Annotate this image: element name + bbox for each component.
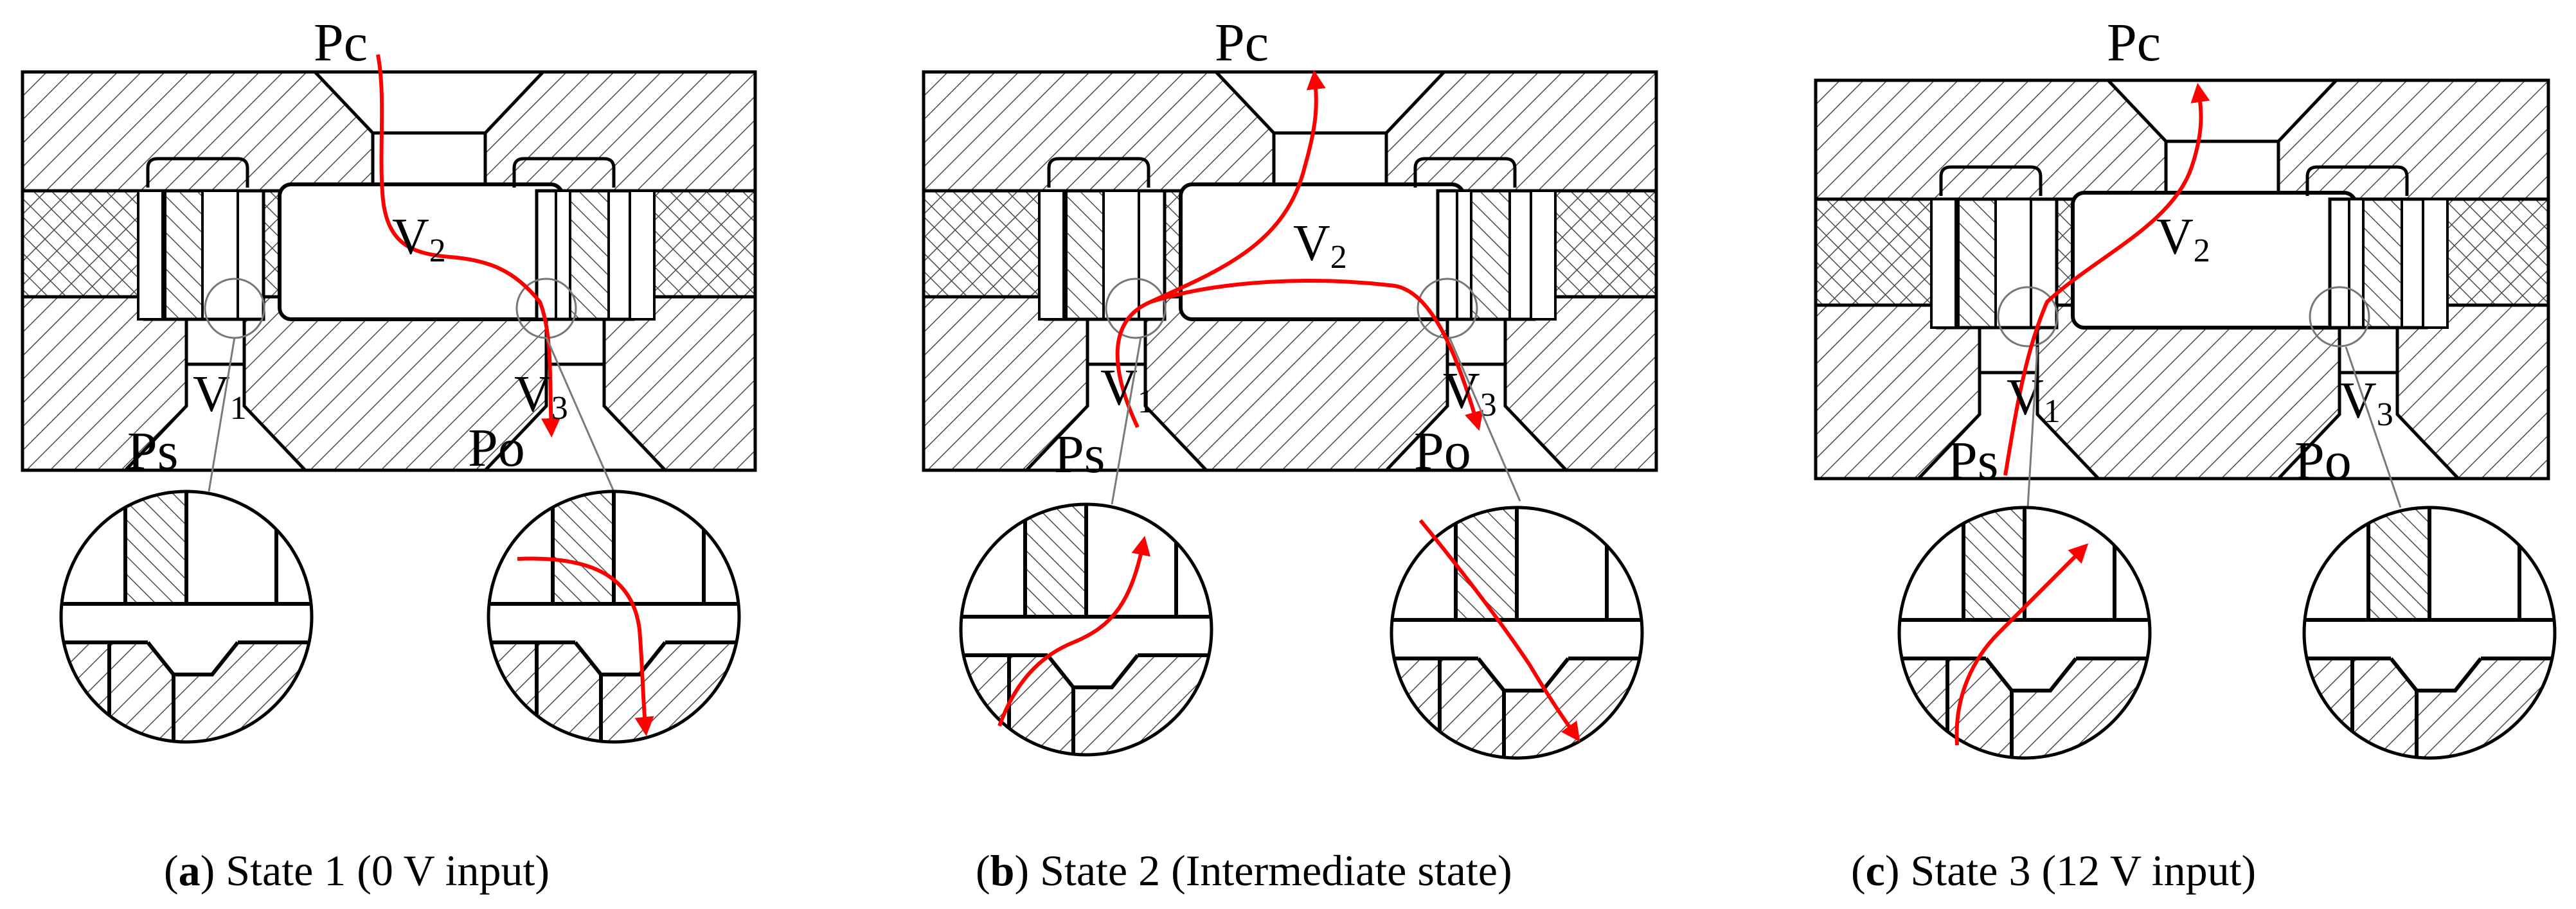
flow-arrow-c-zoom xyxy=(1954,543,2089,746)
valve-label-v2-a: V2 xyxy=(392,209,446,269)
flow-arrow-b-main xyxy=(1115,70,1326,428)
caption-c: (c) State 3 (12 V input) xyxy=(1851,846,2256,895)
zoom-detail-b-v3 xyxy=(1390,506,1644,760)
panel-a: Pc Ps Po V1 V2 V3 (a) State 1 (0 V input… xyxy=(22,13,755,895)
caption-a: (a) State 1 (0 V input) xyxy=(164,846,550,895)
leader-line-a-right xyxy=(545,337,615,492)
zoom-detail-b-v1 xyxy=(959,502,1213,757)
zoom-detail-a-v3 xyxy=(487,490,741,744)
leader-line-b-left xyxy=(1111,337,1142,505)
flow-arrow-b-zoom-left xyxy=(997,536,1150,727)
valve-label-v3-b: V3 xyxy=(1443,363,1497,423)
port-ps-a: Ps xyxy=(127,421,178,481)
port-po-a: Po xyxy=(468,418,525,478)
valve-block-a xyxy=(22,72,755,470)
flow-arrow-b-zoom-right xyxy=(1418,519,1580,742)
leader-line-c-left xyxy=(2026,346,2039,508)
valve-label-v3-a: V3 xyxy=(514,366,568,427)
zoom-detail-c-v3 xyxy=(2302,506,2557,760)
leader-line-a-left xyxy=(208,337,236,492)
caption-b: (b) State 2 (Intermediate state) xyxy=(976,846,1512,895)
port-po-b: Po xyxy=(1414,421,1471,481)
valve-label-v1-b: V1 xyxy=(1100,360,1154,420)
port-ps-b: Ps xyxy=(1054,425,1105,484)
valve-label-v2-c: V2 xyxy=(2156,209,2210,269)
panel-b: Pc Ps Po V1 V2 V3 (b) State 2 (Intermedi… xyxy=(924,13,1656,895)
port-pc-b: Pc xyxy=(1215,13,1269,73)
port-po-c: Po xyxy=(2294,431,2352,491)
zoom-detail-a-v1 xyxy=(59,490,314,744)
port-pc-a: Pc xyxy=(314,13,368,73)
port-pc-c: Pc xyxy=(2107,13,2161,73)
valve-block-b xyxy=(924,72,1656,470)
valve-label-v2-b: V2 xyxy=(1293,215,1347,276)
leader-line-c-right xyxy=(2345,346,2402,508)
zoom-detail-c-v1 xyxy=(1897,506,2152,760)
port-ps-c: Ps xyxy=(1947,431,1998,491)
leader-line-b-right xyxy=(1448,337,1521,502)
valve-block-c xyxy=(1816,80,2548,479)
flow-arrow-a-zoom xyxy=(517,556,654,736)
valve-label-v1-c: V1 xyxy=(2007,369,2061,430)
panel-c: Pc Ps Po V1 V2 V3 (c) State 3 (12 V inpu… xyxy=(1816,13,2557,895)
valve-label-v1-a: V1 xyxy=(193,366,247,427)
flow-arrow-c xyxy=(2003,83,2210,476)
flow-arrow-b-branch xyxy=(1150,279,1483,431)
